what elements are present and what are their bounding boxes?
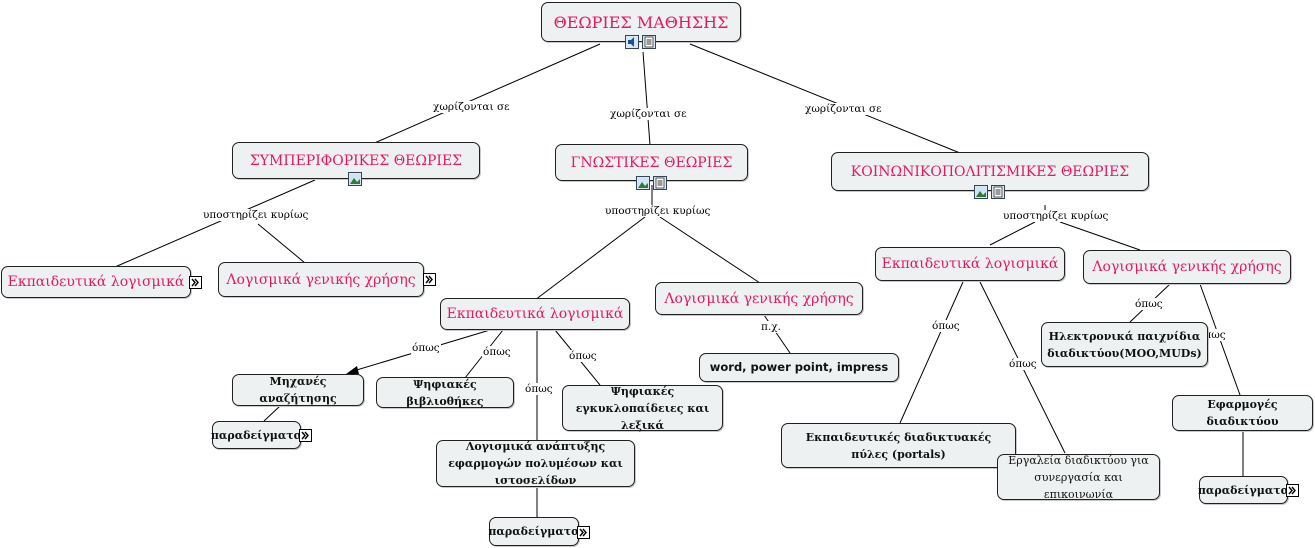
edge-label-split: χωρίζονται σε	[804, 103, 883, 115]
concept-sociocultural-theories[interactable]: ΚΟΙΝΩΝΙΚΟΠΟΛΙΤΙΣΜΙΚΕΣ ΘΕΩΡΙΕΣ	[831, 152, 1149, 191]
edge-label-like: όπως	[482, 346, 512, 358]
edge	[1059, 221, 1141, 251]
concept-beh-general-software[interactable]: Λογισμικά γενικής χρήσης	[218, 262, 424, 297]
concept-soc-educational-software[interactable]: Εκπαιδευτικά λογισμικά	[875, 247, 1065, 281]
concept-behavioral-theories[interactable]: ΣΥΜΠΕΡΙΦΟΡΙΚΕΣ ΘΕΩΡΙΕΣ	[232, 142, 480, 179]
audio-icon[interactable]	[625, 35, 639, 49]
concept-cognitive-theories[interactable]: ΓΝΩΣΤΙΚΕΣ ΘΕΩΡΙΕΣ	[555, 144, 748, 181]
edge	[989, 221, 1036, 246]
note-icon[interactable]	[642, 35, 656, 49]
edge-label-split: χωρίζονται σε	[609, 108, 688, 120]
image-icon[interactable]	[636, 176, 650, 190]
concept-educational-portals[interactable]: Εκπαιδευτικές διαδικτυακές πύλες (portal…	[781, 423, 1016, 468]
expand-arrow-icon[interactable]	[423, 273, 436, 286]
edge	[534, 216, 646, 301]
concept-collaboration-tools[interactable]: Εργαλεία διαδικτύου για συνεργασία και ε…	[997, 454, 1160, 501]
concept-learning-theories[interactable]: ΘΕΩΡΙΕΣ ΜΑΘΗΣΗΣ	[541, 2, 741, 42]
image-icon[interactable]	[974, 185, 988, 199]
edge-label-like: όπως	[931, 320, 961, 332]
edge-label-eg: π.χ.	[760, 321, 782, 333]
edge	[899, 281, 964, 424]
edge-label-like: όπως	[568, 350, 598, 362]
edge-label-split: χωρίζονται σε	[432, 101, 511, 113]
edge	[114, 179, 316, 268]
concept-examples[interactable]: παραδείγματα	[1198, 476, 1289, 504]
edge-label-like: όπως	[1008, 358, 1038, 370]
edge-label-like: όπως	[1134, 298, 1164, 310]
expand-arrow-icon[interactable]	[577, 526, 590, 539]
concept-cog-educational-software[interactable]: Εκπαιδευτικά λογισμικά	[440, 298, 630, 330]
edge-label-supports: υποστηρίζει κυρίως	[1002, 210, 1110, 222]
edge-label-supports: υποστηρίζει κυρίως	[604, 205, 712, 217]
concept-online-games[interactable]: Ηλεκτρονικά παιχνίδια διαδικτύου(MOO,MUD…	[1041, 322, 1208, 367]
arrowhead	[346, 366, 359, 374]
concept-digital-encyclopedias[interactable]: Ψηφιακές εγκυκλοπαίδειες και λεξικά	[562, 385, 723, 432]
edge	[689, 43, 961, 154]
concept-beh-educational-software[interactable]: Εκπαιδευτικά λογισμικά	[1, 266, 191, 298]
note-icon[interactable]	[991, 185, 1005, 199]
edge-label-like: όπως	[524, 383, 554, 395]
concept-word-powerpoint-impress[interactable]: word, power point, impress	[699, 353, 899, 382]
edge-label-supports: υποστηρίζει κυρίως	[202, 209, 310, 221]
edge-label-like: όπως	[411, 342, 441, 354]
edge	[369, 43, 601, 146]
image-icon[interactable]	[348, 172, 362, 186]
concept-soc-general-software[interactable]: Λογισμικά γενικής χρήσης	[1083, 250, 1291, 284]
edge	[263, 405, 281, 422]
edge	[642, 51, 651, 146]
concept-digital-libraries[interactable]: Ψηφιακές βιβλιοθήκες	[376, 377, 514, 408]
expand-arrow-icon[interactable]	[1286, 484, 1299, 497]
concept-cog-general-software[interactable]: Λογισμικά γενικής χρήσης	[655, 282, 863, 315]
concept-search-engines[interactable]: Μηχανές αναζήτησης	[232, 374, 364, 406]
expand-arrow-icon[interactable]	[189, 276, 202, 289]
edge	[659, 216, 761, 284]
note-icon[interactable]	[653, 176, 667, 190]
concept-web-applications[interactable]: Εφαρμογές διαδικτύου	[1172, 395, 1313, 431]
expand-arrow-icon[interactable]	[299, 429, 312, 442]
edge	[257, 223, 306, 264]
concept-examples[interactable]: παραδείγματα	[488, 517, 580, 546]
concept-multimedia-software[interactable]: Λογισμικά ανάπτυξης εφαρμογών πολυμέσων …	[436, 440, 635, 487]
concept-examples[interactable]: παραδείγματα	[211, 421, 302, 449]
